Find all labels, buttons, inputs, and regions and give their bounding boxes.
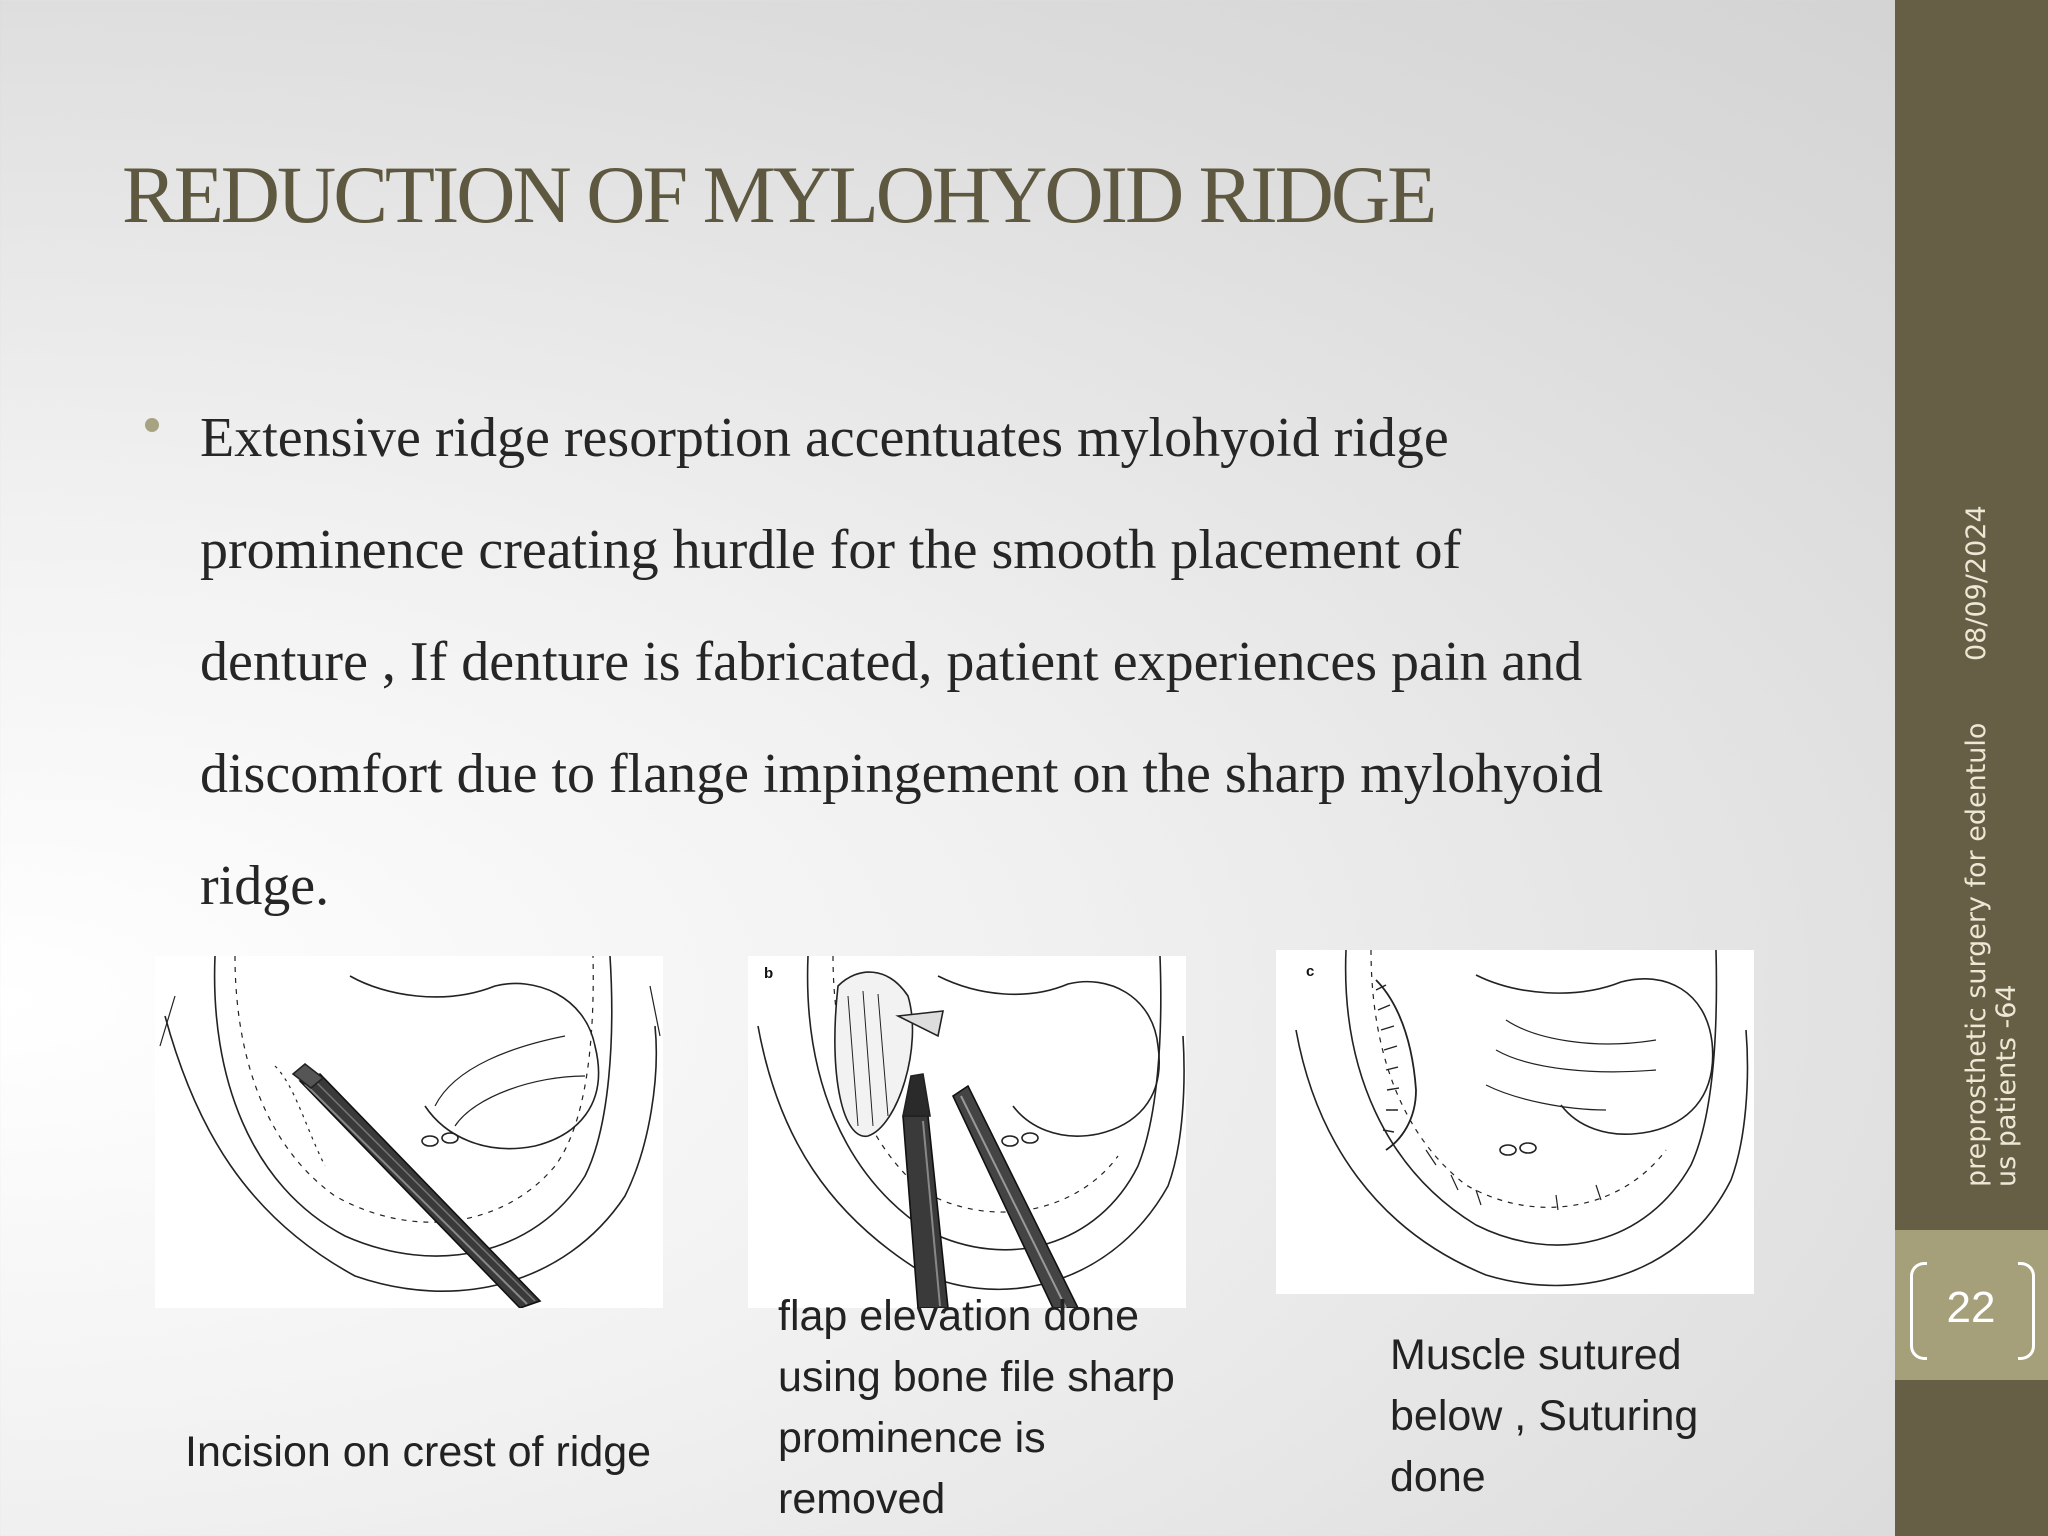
bullet-line: Extensive ridge resorption accentuates m…: [200, 407, 1449, 469]
caption-line: Muscle sutured: [1390, 1331, 1682, 1379]
caption-line: flap elevation done: [778, 1292, 1140, 1340]
bullet-line: prominence creating hurdle for the smoot…: [200, 519, 1462, 581]
figure-letter-c: c: [1306, 963, 1314, 980]
bullet-item: Extensive ridge resorption accentuates m…: [145, 382, 1845, 942]
slide-footer: preprosthetic surgery for edentulo us pa…: [1961, 717, 2022, 1187]
sidebar-band-bottom: [1895, 1380, 2048, 1536]
figure-suturing-illustration: c: [1276, 950, 1754, 1294]
incision-drawing: [159, 956, 661, 1308]
figure-flap-elevation-illustration: b: [748, 956, 1186, 1308]
caption-incision: Incision on crest of ridge: [185, 1422, 651, 1483]
suturing-drawing: c: [1295, 950, 1749, 1287]
caption-line: prominence is: [778, 1414, 1046, 1462]
sidebar-band: [1895, 0, 2048, 1230]
caption-suturing: Muscle sutured below , Suturing done: [1390, 1325, 1698, 1508]
caption-line: Incision on crest of ridge: [185, 1428, 652, 1476]
bullet-text: Extensive ridge resorption accentuates m…: [200, 382, 1845, 942]
right-bracket-icon: [2018, 1262, 2035, 1360]
bullet-list: Extensive ridge resorption accentuates m…: [145, 407, 1845, 942]
left-bracket-icon: [1910, 1262, 1927, 1360]
bullet-line: denture , If denture is fabricated, pati…: [200, 631, 1583, 693]
caption-flap-elevation: flap elevation done using bone file shar…: [778, 1286, 1175, 1530]
caption-line: below , Suturing: [1390, 1392, 1699, 1440]
caption-line: removed: [778, 1475, 946, 1523]
footer-line: preprosthetic surgery for edentulo: [1961, 722, 1992, 1187]
caption-line: using bone file sharp: [778, 1353, 1175, 1401]
slide-date: 08/09/2024: [1961, 505, 1992, 661]
caption-line: done: [1390, 1453, 1486, 1501]
flap-elevation-drawing: b: [757, 956, 1185, 1308]
figure-letter-b: b: [764, 965, 773, 982]
bullet-line: discomfort due to flange impingement on …: [200, 743, 1603, 805]
footer-line: us patients -64: [1991, 984, 2022, 1187]
sidebar-vertical-text: 08/09/2024 preprosthetic surgery for ede…: [1961, 497, 2048, 1187]
slide-title: REDUCTION OF MYLOHYOID RIDGE: [122, 149, 1437, 240]
page-number: 22: [1946, 1283, 1996, 1332]
figure-incision-illustration: [155, 956, 663, 1308]
bullet-dot-icon: [145, 418, 159, 432]
bullet-line: ridge.: [200, 855, 330, 917]
